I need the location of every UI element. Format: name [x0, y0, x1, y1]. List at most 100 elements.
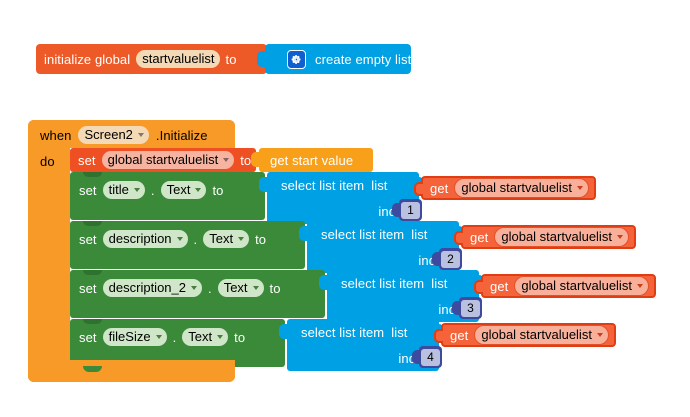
select-list-item-plug — [259, 177, 268, 192]
component-field-description[interactable]: description — [102, 230, 188, 248]
set-keyword: set — [79, 329, 97, 345]
statement-notch — [83, 172, 102, 177]
get-start-value-plug — [251, 152, 260, 167]
set-property-block-filesize[interactable]: set fileSize . Text to — [70, 319, 285, 367]
set-keyword: set — [79, 182, 97, 198]
set-property-block-description[interactable]: set description . Text to — [70, 221, 305, 269]
select-list-item-plug — [319, 275, 328, 290]
number-value-field[interactable]: 3 — [461, 299, 480, 317]
set-to-label: to — [269, 280, 281, 296]
get-global-plug — [434, 329, 443, 343]
chevron-down-icon — [252, 285, 259, 290]
property-field-text: Text — [188, 329, 213, 344]
set-property-block-description-2[interactable]: set description_2 . Text to — [70, 270, 325, 318]
get-global-block-4[interactable]: get global startvaluelist — [434, 323, 616, 347]
number-block-3[interactable]: 3 — [452, 297, 482, 319]
dot-separator: . — [150, 182, 155, 198]
number-block-2[interactable]: 2 — [432, 248, 462, 270]
get-global-block-3[interactable]: get global startvaluelist — [474, 274, 656, 298]
set-global-variable-text: global startvaluelist — [107, 152, 219, 167]
get-variable-field[interactable]: global startvaluelist — [474, 325, 609, 345]
component-selector-field[interactable]: Screen2 — [78, 126, 149, 144]
set-to-label: to — [255, 231, 267, 247]
chevron-down-icon — [190, 285, 197, 290]
statement-notch — [83, 221, 102, 226]
chevron-down-icon — [223, 157, 230, 162]
number-block-plug — [432, 252, 440, 266]
get-variable-field[interactable]: global startvaluelist — [454, 178, 589, 198]
property-field-text: Text — [166, 182, 191, 197]
dot-separator: . — [193, 231, 198, 247]
number-block-4[interactable]: 4 — [412, 346, 442, 368]
event-name-label: .Initialize — [155, 127, 208, 143]
number-value-field[interactable]: 2 — [441, 250, 460, 268]
set-to-label: to — [234, 329, 246, 345]
get-global-plug — [414, 182, 423, 196]
get-global-block-2[interactable]: get global startvaluelist — [454, 225, 636, 249]
event-block-left-spine — [28, 120, 70, 382]
component-field-filesize[interactable]: fileSize — [102, 328, 167, 346]
get-global-plug — [454, 231, 463, 245]
event-block-header: when Screen2 .Initialize — [40, 126, 208, 144]
get-keyword: get — [450, 327, 469, 343]
number-block-1[interactable]: 1 — [392, 199, 422, 221]
create-empty-list-label: create empty list — [315, 51, 412, 67]
get-global-block-1[interactable]: get global startvaluelist — [414, 176, 596, 200]
get-global-plug — [474, 280, 483, 294]
get-variable-text: global startvaluelist — [481, 327, 592, 342]
chevron-down-icon — [596, 332, 603, 337]
global-variable-name-field[interactable]: startvaluelist — [136, 50, 220, 68]
chevron-down-icon — [133, 187, 140, 192]
list-socket-label: list — [391, 324, 408, 340]
number-value-field[interactable]: 1 — [401, 201, 420, 219]
component-field-text: title — [108, 182, 129, 197]
property-field-text-prop[interactable]: Text — [203, 230, 250, 248]
get-variable-field[interactable]: global startvaluelist — [514, 276, 649, 296]
component-field-text: description_2 — [108, 280, 186, 295]
number-block-plug — [452, 301, 460, 315]
set-global-to-label: to — [240, 152, 252, 168]
set-global-variable-field[interactable]: global startvaluelist — [101, 151, 235, 169]
set-global-variable-block[interactable]: set global startvaluelist to — [70, 148, 256, 172]
select-list-item-label: select list item — [301, 324, 385, 340]
chevron-down-icon — [137, 132, 144, 137]
get-start-value-label: get start value — [270, 152, 354, 168]
initialize-global-keyword: initialize global — [44, 51, 131, 67]
gear-icon[interactable] — [287, 49, 306, 69]
statement-notch — [83, 270, 102, 275]
property-field-text: Text — [209, 231, 234, 246]
list-socket-label: list — [411, 226, 428, 242]
number-block-plug — [412, 350, 420, 364]
set-keyword: set — [79, 280, 97, 296]
get-keyword: get — [470, 229, 489, 245]
chevron-down-icon — [238, 236, 245, 241]
component-selector-text: Screen2 — [84, 127, 133, 142]
global-variable-name-text: startvaluelist — [142, 51, 215, 66]
number-block-plug — [392, 203, 400, 217]
property-field-text-prop[interactable]: Text — [217, 279, 264, 297]
get-variable-text: global startvaluelist — [501, 229, 612, 244]
property-field-text-prop[interactable]: Text — [160, 181, 207, 199]
set-global-keyword: set — [78, 152, 96, 168]
initialize-global-block[interactable]: initialize global startvaluelist to — [36, 44, 267, 74]
component-field-text: description — [108, 231, 172, 246]
select-list-item-label: select list item — [281, 177, 365, 193]
statement-stack-bottom-notch — [83, 366, 102, 372]
number-value-field[interactable]: 4 — [421, 348, 440, 366]
get-keyword: get — [490, 278, 509, 294]
set-property-block-title[interactable]: set title . Text to — [70, 172, 265, 220]
statement-notch — [83, 319, 102, 324]
chevron-down-icon — [155, 334, 162, 339]
get-start-value-block[interactable]: get start value — [251, 148, 373, 172]
do-label: do — [40, 154, 55, 169]
component-field-title[interactable]: title — [102, 181, 145, 199]
create-empty-list-block[interactable]: create empty list — [257, 44, 412, 74]
initialize-global-to-label: to — [225, 51, 237, 67]
component-field-description-2[interactable]: description_2 — [102, 279, 202, 297]
set-keyword: set — [79, 231, 97, 247]
get-variable-field[interactable]: global startvaluelist — [494, 227, 629, 247]
select-list-item-plug — [279, 324, 288, 339]
property-field-text-prop[interactable]: Text — [182, 328, 229, 346]
